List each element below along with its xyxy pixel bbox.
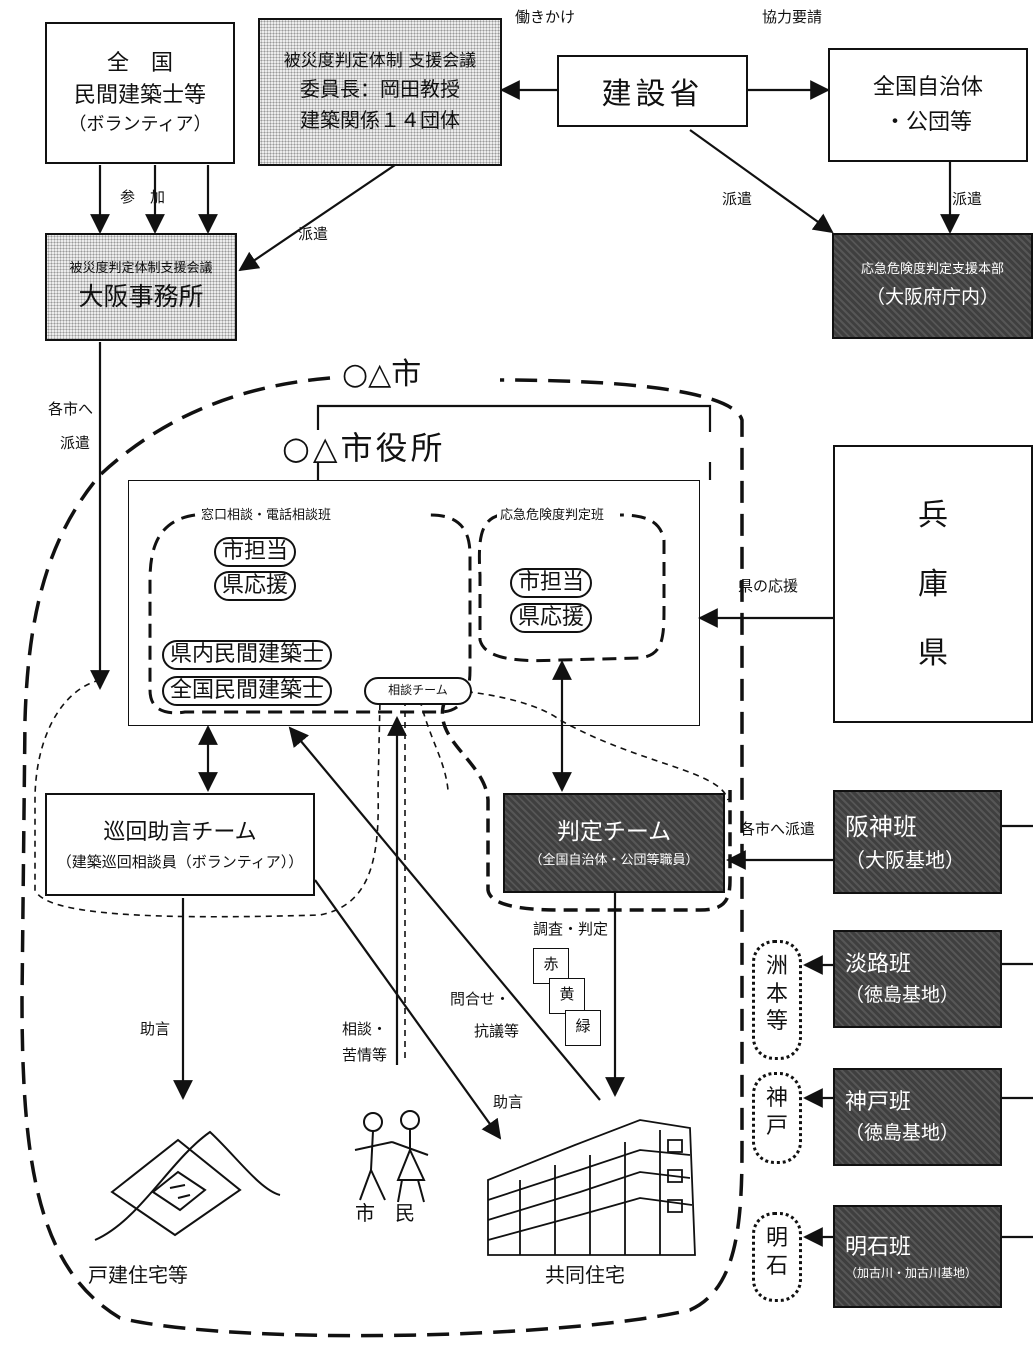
- city-staff-badge-b: 市担当: [510, 568, 592, 598]
- patrol-team-subtitle: （建築巡回相談員（ボランティア））: [57, 850, 304, 874]
- hanshin-team-title: 阪神班: [845, 809, 917, 845]
- sumoto-char-2: 本: [755, 981, 799, 1009]
- hanshin-team-box: 阪神班 （大阪基地）: [833, 790, 1002, 894]
- awaji-team-base: （徳島基地）: [845, 981, 959, 1010]
- hyogo-char-1: 兵: [918, 481, 948, 550]
- sumoto-char-1: 洲: [755, 953, 799, 981]
- kobe-char-1: 神: [755, 1085, 799, 1113]
- yellow-tag: 黄: [549, 978, 585, 1014]
- hatarakikake-label: 働きかけ: [515, 8, 575, 28]
- kobe-team-box: 神戸班 （徳島基地）: [833, 1068, 1002, 1166]
- osaka-office-box: 被災度判定体制支援会議 大阪事務所: [45, 233, 237, 341]
- kakushi-haken-label: 各市へ派遣: [740, 820, 815, 840]
- ministry-box: 建設省: [557, 55, 748, 127]
- haken-label-3: 派遣: [952, 190, 982, 210]
- judge-team-box: 判定チーム （全国自治体・公団等職員）: [503, 793, 725, 893]
- sodan-label-2: 苦情等: [342, 1046, 387, 1066]
- jogen-label-2: 助言: [493, 1093, 523, 1113]
- toiawase-label-1: 問合せ・: [450, 990, 510, 1010]
- national-architects-line3: （ボランティア）: [69, 112, 212, 138]
- hq-box: 応急危険度判定支援本部 （大阪府庁内）: [832, 233, 1033, 339]
- kobe-area-badge: 神 戸: [752, 1072, 802, 1164]
- consult-group-label: 窓口相談・電話相談班: [198, 508, 334, 525]
- ministry-label: 建設省: [602, 69, 704, 113]
- toiawase-label-2: 抗議等: [474, 1022, 519, 1042]
- hq-line2: （大阪府庁内）: [866, 281, 999, 313]
- chosa-label: 調査・判定: [533, 920, 608, 940]
- pref-support-badge-a: 県応援: [214, 571, 296, 601]
- awaji-team-box: 淡路班 （徳島基地）: [833, 930, 1002, 1028]
- citizens-label: 市 民: [355, 1200, 415, 1226]
- haken-label-2: 派遣: [722, 190, 752, 210]
- awaji-team-title: 淡路班: [845, 948, 911, 981]
- hyogo-box: 兵 庫 県: [833, 445, 1033, 723]
- hanshin-team-base: （大阪基地）: [845, 845, 965, 875]
- sodan-label-1: 相談・: [342, 1020, 387, 1040]
- support-council-line1: 被災度判定体制 支援会議: [284, 48, 476, 74]
- consult-team-link: [405, 700, 448, 1060]
- city-name: ○△市: [334, 355, 429, 394]
- support-council-line2: 委員長：岡田教授: [300, 74, 460, 105]
- sanka-label: 参 加: [120, 188, 165, 208]
- detached-house-label: 戸建住宅等: [88, 1262, 188, 1288]
- national-architects-badge: 全国民間建築士: [162, 676, 332, 706]
- national-architects-line1: 全 国: [107, 48, 173, 80]
- hyogo-char-2: 庫: [918, 550, 948, 619]
- akashi-team-base: （加古川・加古川基地）: [845, 1264, 977, 1282]
- municipalities-line1: 全国自治体: [873, 70, 983, 105]
- hq-line1: 応急危険度判定支援本部: [861, 259, 1004, 281]
- consult-team-badge: 相談チーム: [364, 677, 472, 705]
- pref-architects-badge: 県内民間建築士: [162, 640, 332, 670]
- judge-group-label: 応急危険度判定班: [497, 508, 607, 525]
- osaka-office-line1: 被災度判定体制支援会議: [69, 259, 212, 279]
- kakushi-label-1: 各市へ: [48, 400, 93, 420]
- jogen-label-1: 助言: [140, 1020, 170, 1040]
- kobe-char-2: 戸: [755, 1113, 799, 1141]
- city-staff-badge-a: 市担当: [214, 537, 296, 567]
- support-council-line3: 建築関係１４団体: [300, 105, 460, 136]
- detached-house-icon: [95, 1132, 280, 1240]
- kyoryoku-label: 協力要請: [762, 8, 822, 28]
- akashi-team-title: 明石班: [845, 1231, 911, 1264]
- kobe-team-title: 神戸班: [845, 1086, 911, 1119]
- judge-team-title: 判定チーム: [557, 814, 671, 851]
- osaka-office-line2: 大阪事務所: [78, 278, 203, 316]
- pref-support-badge-b: 県応援: [510, 603, 592, 633]
- kakushi-label-2: 派遣: [60, 434, 90, 454]
- akashi-char-2: 石: [755, 1253, 799, 1281]
- judge-team-subtitle: （全国自治体・公団等職員）: [529, 851, 698, 872]
- patrol-team-box: 巡回助言チーム （建築巡回相談員（ボランティア））: [45, 793, 315, 896]
- national-architects-box: 全 国 民間建築士等 （ボランティア）: [45, 22, 235, 164]
- patrol-team-title: 巡回助言チーム: [103, 815, 256, 850]
- ken-ouen-label: 県の応援: [738, 577, 798, 597]
- apartment-icon: [488, 1120, 695, 1255]
- akashi-char-1: 明: [755, 1225, 799, 1253]
- apartment-label: 共同住宅: [545, 1262, 625, 1288]
- municipalities-box: 全国自治体 ・公団等: [828, 48, 1028, 162]
- city-office-title: ○△市役所: [282, 428, 446, 470]
- akashi-team-box: 明石班 （加古川・加古川基地）: [833, 1205, 1002, 1308]
- municipalities-line2: ・公団等: [884, 105, 972, 140]
- green-tag: 緑: [565, 1010, 601, 1046]
- national-architects-line2: 民間建築士等: [74, 80, 206, 112]
- hyogo-char-3: 県: [918, 619, 948, 688]
- support-council-box: 被災度判定体制 支援会議 委員長：岡田教授 建築関係１４団体: [258, 18, 502, 166]
- sumoto-area-badge: 洲 本 等: [752, 940, 802, 1060]
- sumoto-char-3: 等: [755, 1008, 799, 1036]
- citizens-icon: [355, 1111, 428, 1202]
- kobe-team-base: （徳島基地）: [845, 1119, 959, 1148]
- haken-label-1: 派遣: [298, 225, 328, 245]
- akashi-area-badge: 明 石: [752, 1212, 802, 1302]
